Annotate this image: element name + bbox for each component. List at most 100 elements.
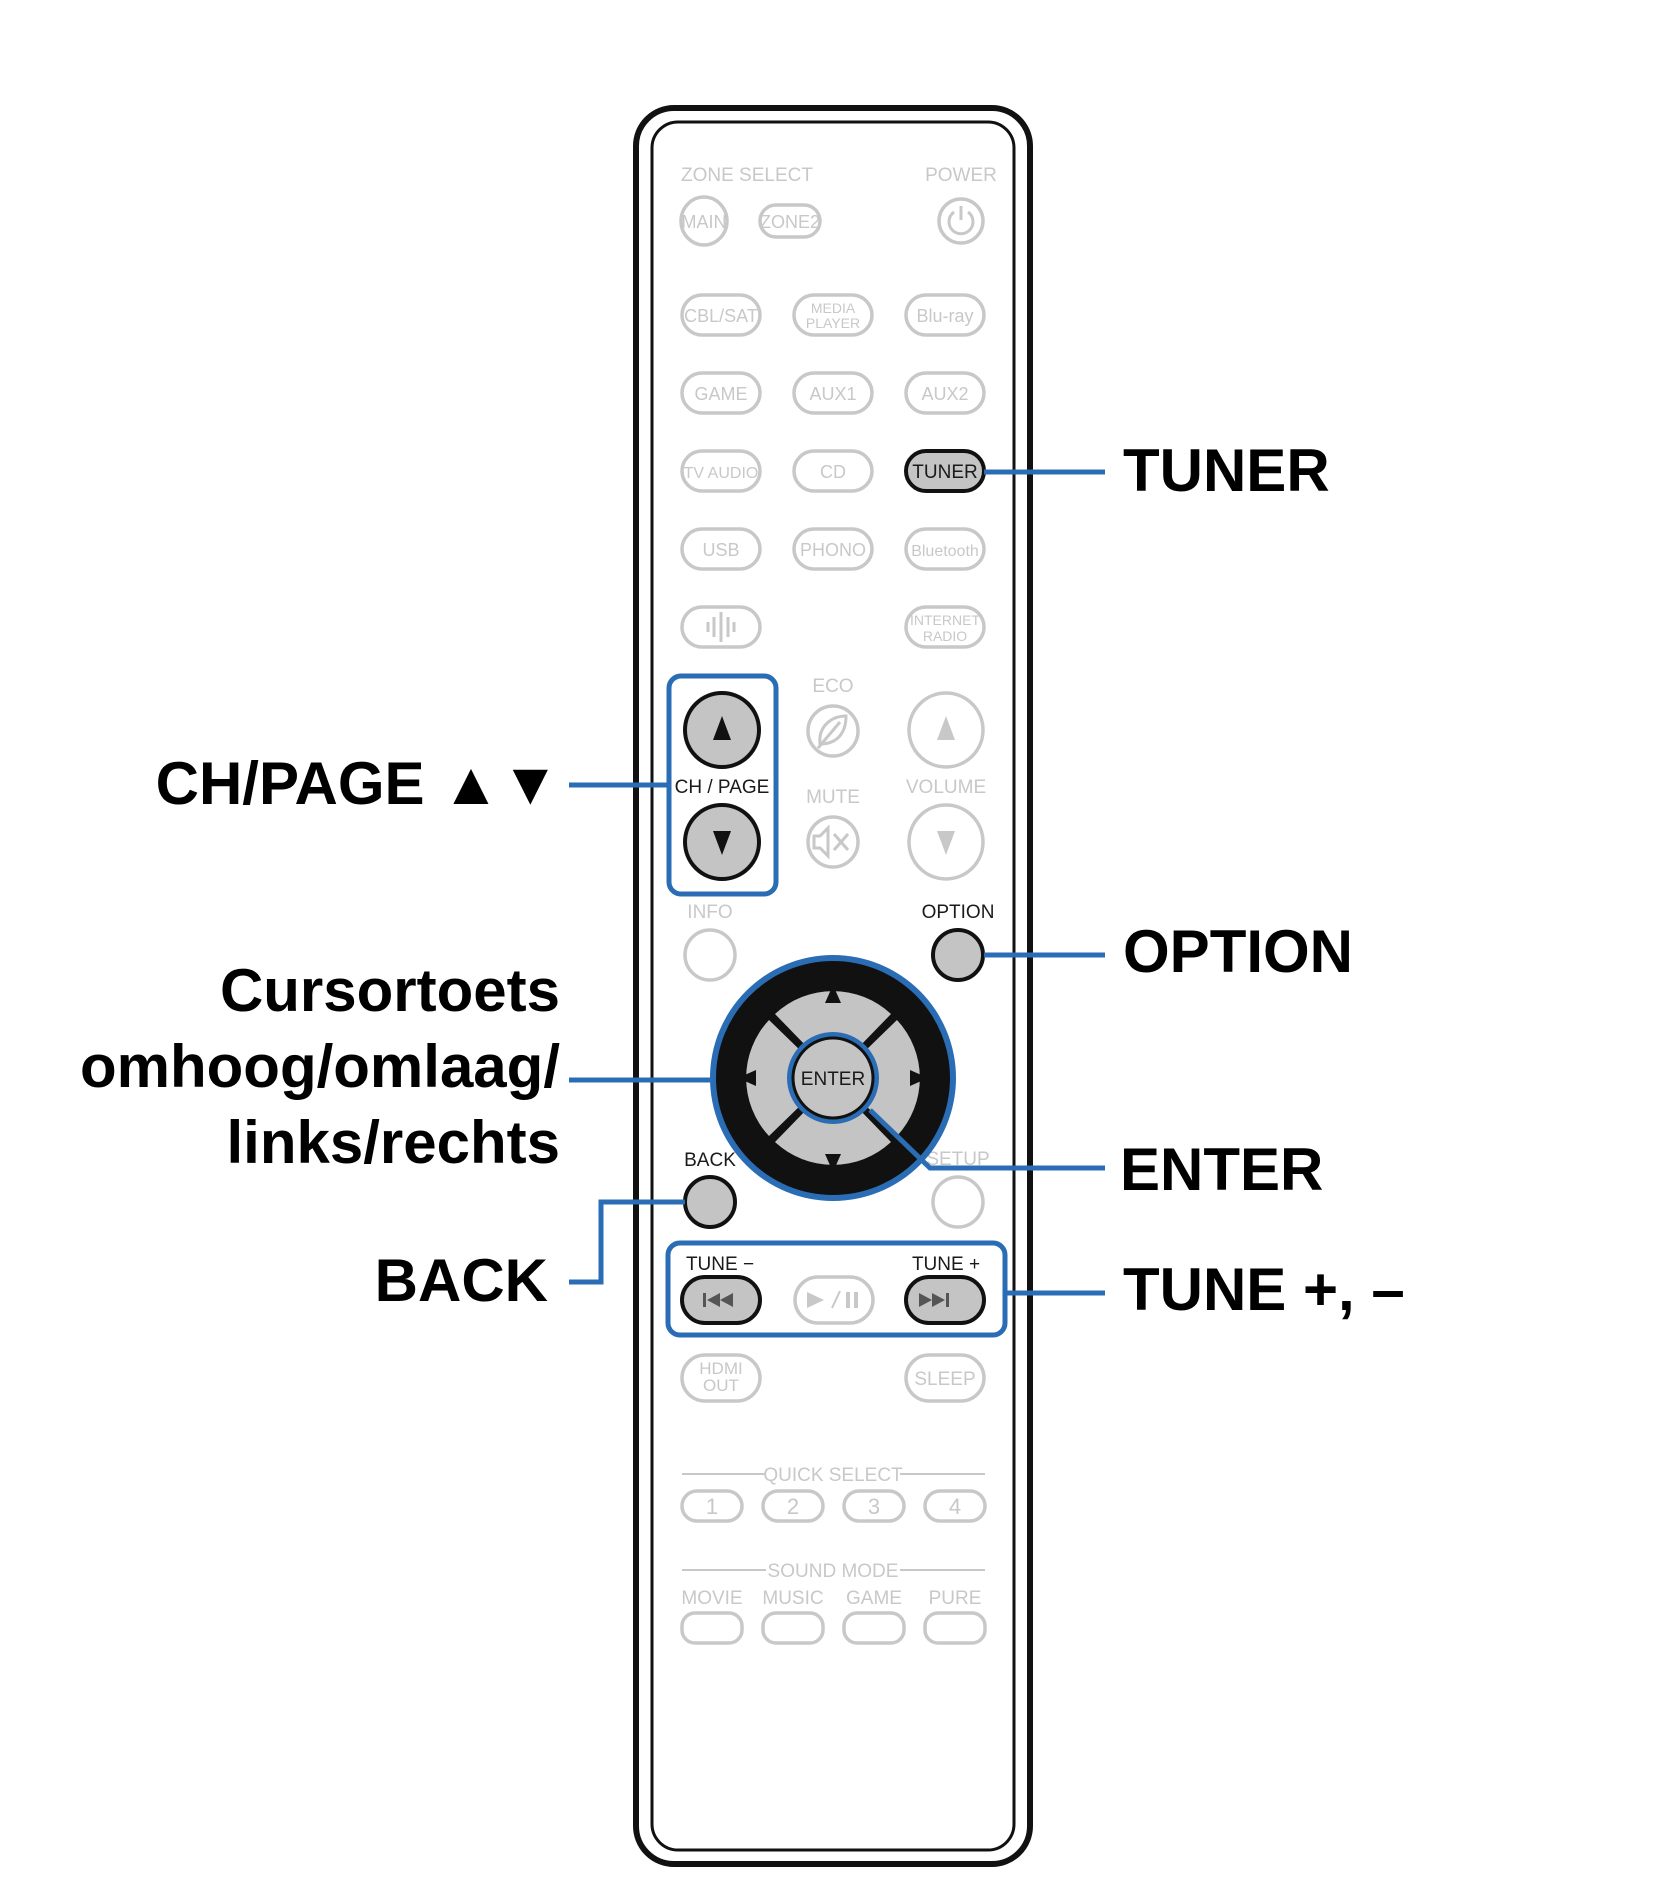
triangle-left-icon — [738, 1070, 756, 1086]
callout-cursor-line-3: links/rechts — [227, 1109, 561, 1176]
tune-plus-label: TUNE + — [912, 1254, 980, 1275]
setup-button[interactable] — [931, 1175, 985, 1229]
phono-button[interactable]: PHONO — [792, 527, 874, 571]
aux2-button[interactable]: AUX2 — [904, 371, 986, 415]
sound-mode-button-label: MOVIE — [681, 1588, 742, 1609]
triangle-right-icon — [910, 1070, 928, 1086]
triangle-down-icon — [937, 831, 955, 855]
quick-select-button-4[interactable]: 4 — [923, 1489, 987, 1523]
callout-cursor-line-2: omhoog/omlaag/ — [80, 1033, 560, 1100]
cursor-up-button[interactable] — [775, 985, 891, 1049]
aux1-button[interactable]: AUX1 — [792, 371, 874, 415]
cursor-left-button[interactable] — [738, 1020, 804, 1136]
triangle-up-icon — [713, 716, 731, 740]
eco-button[interactable] — [806, 704, 860, 758]
enter-button-label: ENTER — [801, 1069, 865, 1090]
mute-label: MUTE — [806, 787, 860, 808]
triangle-up-icon — [825, 985, 841, 1003]
quick-select-button-3[interactable]: 3 — [842, 1489, 906, 1523]
sound-mode-music-button[interactable]: MUSIC — [761, 1588, 825, 1645]
tuner-button-label: TUNER — [912, 462, 977, 483]
power-label: POWER — [925, 165, 997, 186]
eco-label: ECO — [812, 676, 853, 697]
callout-option: OPTION — [1123, 918, 1353, 985]
cursor-pad: ENTER — [710, 955, 956, 1201]
skip-back-icon — [703, 1293, 733, 1307]
hdmi-out-button[interactable]: HDMI OUT — [680, 1353, 762, 1403]
quick-select-label: QUICK SELECT — [763, 1465, 903, 1486]
cursor-down-button[interactable] — [775, 1107, 891, 1172]
triangle-down-icon — [713, 831, 731, 855]
back-label: BACK — [684, 1150, 736, 1171]
ch-page-down-button[interactable] — [683, 803, 761, 881]
main-button[interactable]: MAIN — [679, 195, 729, 247]
callout-back: BACK — [375, 1247, 548, 1314]
sound-mode-pure-button[interactable]: PURE — [923, 1588, 987, 1645]
bluetooth-button[interactable]: Bluetooth — [904, 527, 986, 571]
mute-icon — [812, 824, 850, 860]
main-button-label: MAIN — [682, 212, 727, 232]
sound-mode-game-button[interactable]: GAME — [842, 1588, 906, 1645]
info-button[interactable] — [683, 928, 737, 982]
mute-button[interactable] — [806, 815, 860, 869]
media-player-button-label-2: PLAYER — [806, 315, 860, 331]
bluray-button-label: Blu-ray — [916, 306, 973, 326]
tune-minus-button[interactable] — [680, 1275, 762, 1325]
sound-mode-label: SOUND MODE — [768, 1561, 899, 1582]
callout-enter: ENTER — [1120, 1136, 1323, 1203]
play-pause-button[interactable] — [793, 1275, 875, 1325]
remote-body-inner — [650, 120, 1016, 1852]
tune-plus-button[interactable] — [904, 1275, 986, 1325]
sleep-button[interactable]: SLEEP — [904, 1353, 986, 1403]
quick-select-button-1[interactable]: 1 — [680, 1489, 744, 1523]
zone2-button-label: ZONE2 — [760, 212, 820, 232]
option-label: OPTION — [922, 902, 995, 923]
hdmi-out-label-1: HDMI — [699, 1359, 742, 1378]
game-button-label: GAME — [694, 384, 747, 404]
phono-button-label: PHONO — [800, 540, 866, 560]
quick-select-button-label: 3 — [868, 1494, 880, 1519]
quick-select-button-label: 1 — [706, 1494, 718, 1519]
heos-icon — [706, 612, 736, 642]
bluetooth-button-label: Bluetooth — [911, 543, 979, 560]
usb-button[interactable]: USB — [680, 527, 762, 571]
heos-button[interactable] — [680, 605, 762, 649]
internet-radio-label-2: RADIO — [923, 628, 967, 644]
sound-mode-button-label: MUSIC — [762, 1588, 823, 1609]
enter-button[interactable]: ENTER — [787, 1032, 879, 1124]
callout-cursor-line-1: Cursortoets — [220, 957, 560, 1024]
tv-audio-button-label: TV AUDIO — [684, 465, 759, 482]
aux2-button-label: AUX2 — [921, 384, 968, 404]
callout-ch-page: CH/PAGE ▲▼ — [156, 750, 560, 817]
skip-forward-icon — [919, 1293, 949, 1307]
internet-radio-label-1: INTERNET — [910, 612, 980, 628]
sleep-button-label: SLEEP — [914, 1369, 975, 1390]
leaf-icon — [816, 714, 848, 749]
internet-radio-button[interactable]: INTERNET RADIO — [904, 605, 986, 649]
option-button[interactable] — [931, 928, 985, 982]
setup-label: SETUP — [926, 1149, 989, 1170]
power-button[interactable] — [937, 197, 985, 245]
media-player-button-label-1: MEDIA — [811, 300, 856, 316]
cursor-right-button[interactable] — [862, 1020, 928, 1136]
cbl-sat-button-label: CBL/SAT — [684, 306, 758, 326]
quick-select-button-2[interactable]: 2 — [761, 1489, 825, 1523]
ch-page-up-button[interactable] — [683, 691, 761, 769]
volume-up-button[interactable] — [907, 691, 985, 769]
zone2-button[interactable]: ZONE2 — [758, 203, 822, 239]
sound-mode-movie-button[interactable]: MOVIE — [680, 1588, 744, 1645]
game-button[interactable]: GAME — [680, 371, 762, 415]
tuner-button[interactable]: TUNER — [904, 449, 986, 493]
info-label: INFO — [687, 902, 732, 923]
volume-label: VOLUME — [906, 777, 986, 798]
aux1-button-label: AUX1 — [809, 384, 856, 404]
zone-select-label: ZONE SELECT — [681, 165, 813, 186]
bluray-button[interactable]: Blu-ray — [904, 293, 986, 337]
cbl-sat-button[interactable]: CBL/SAT — [680, 293, 762, 337]
volume-down-button[interactable] — [907, 803, 985, 881]
back-button[interactable] — [683, 1175, 737, 1229]
tv-audio-button[interactable]: TV AUDIO — [680, 449, 762, 493]
cd-button[interactable]: CD — [792, 449, 874, 493]
